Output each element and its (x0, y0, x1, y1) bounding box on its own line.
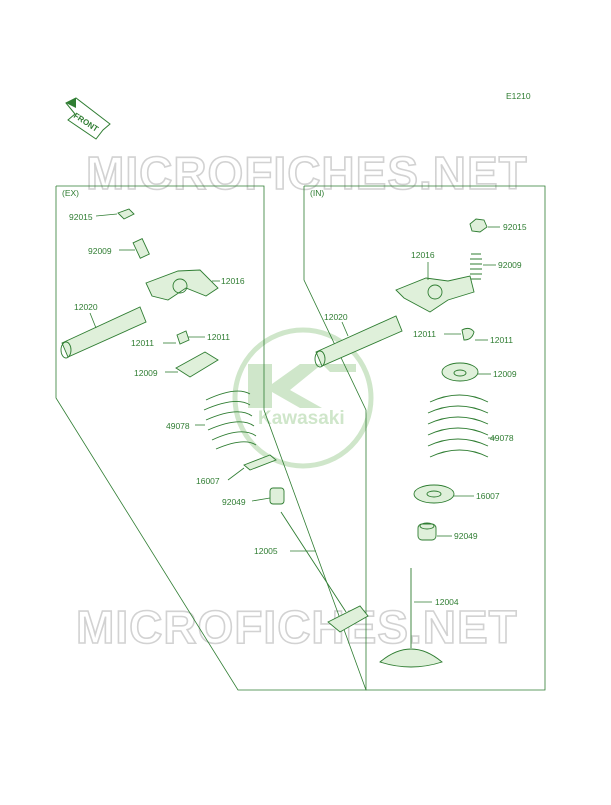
ex-adjust-screw-92009 (119, 238, 150, 259)
watermark-top: MICROFICHES.NET (86, 147, 528, 199)
ex-valve-12005 (280, 511, 369, 633)
ex-spring-retainer-12009 (165, 351, 219, 378)
in-spring-seat-16007 (413, 484, 474, 504)
in-spring-retainer-12009 (441, 362, 491, 382)
ex-panel-header: (EX) (62, 188, 79, 198)
in-label-49078: 49078 (490, 433, 514, 443)
in-label-12004: 12004 (435, 597, 459, 607)
kawasaki-logo: Kawasaki (232, 327, 374, 469)
in-valve-seal-92049 (417, 522, 452, 541)
ex-label-12011-left: 12011 (131, 338, 154, 348)
ex-label-92009: 92009 (88, 246, 112, 256)
ex-label-12016: 12016 (221, 276, 245, 286)
ex-label-12009: 12009 (134, 368, 158, 378)
in-label-12020: 12020 (324, 312, 348, 322)
in-label-92049: 92049 (454, 531, 478, 541)
ex-rocker-shaft-12020 (60, 306, 147, 359)
ex-label-49078: 49078 (166, 421, 190, 431)
ex-label-12020: 12020 (74, 302, 98, 312)
in-valve-cotter-12011 (444, 327, 488, 341)
ex-rocker-arm-12016 (145, 269, 220, 301)
in-label-92015: 92015 (503, 222, 527, 232)
ex-label-16007: 16007 (196, 476, 220, 486)
ex-valve-cotter-12011 (163, 330, 205, 345)
in-rocker-shaft-12020 (314, 315, 403, 368)
ex-label-12005: 12005 (254, 546, 278, 556)
ex-adjust-nut-92015 (95, 208, 135, 220)
front-arrow-icon: FRONT (65, 97, 111, 140)
in-panel-outline (303, 185, 546, 691)
in-label-92009: 92009 (498, 260, 522, 270)
ex-label-92015: 92015 (69, 212, 93, 222)
in-label-16007: 16007 (476, 491, 500, 501)
ex-label-12011-right: 12011 (207, 332, 230, 342)
in-panel-header: (IN) (310, 188, 324, 198)
in-label-12011-left: 12011 (413, 329, 436, 339)
in-valve-12004 (379, 568, 443, 668)
ex-valve-seal-92049 (251, 487, 285, 505)
in-valve-spring-49078 (427, 394, 496, 458)
in-label-12016: 12016 (411, 250, 435, 260)
ex-valve-spring-49078 (195, 390, 257, 450)
watermark-bottom: MICROFICHES.NET (76, 601, 518, 653)
logo-text: Kawasaki (258, 408, 345, 429)
in-label-12009: 12009 (493, 369, 517, 379)
ex-spring-seat-16007 (227, 454, 277, 481)
in-label-12011-right: 12011 (490, 335, 513, 345)
in-adjust-screw-92009 (470, 253, 496, 280)
diagram-code: E1210 (506, 91, 531, 101)
in-rocker-arm-12016 (395, 262, 475, 313)
ex-label-92049: 92049 (222, 497, 246, 507)
in-adjust-nut-92015 (469, 218, 500, 233)
